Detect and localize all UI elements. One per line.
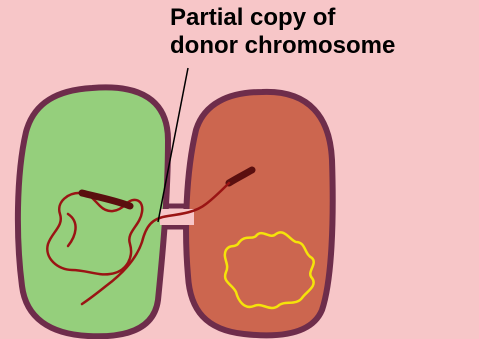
annotation-line-1: Partial copy of [170,4,475,32]
donor-cell [186,92,333,335]
annotation-line-2: donor chromosome [170,32,475,60]
annotation-label: Partial copy of donor chromosome [170,4,475,60]
recipient-cell [18,87,168,336]
